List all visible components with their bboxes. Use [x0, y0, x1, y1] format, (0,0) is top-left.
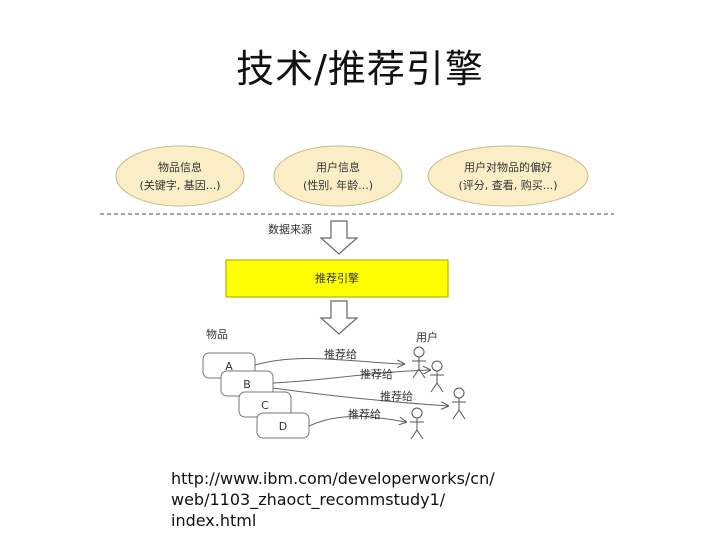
url-line: http://www.ibm.com/developerworks/cn/: [171, 469, 495, 488]
item-label: C: [261, 399, 269, 412]
recommend-label: 推荐给: [348, 407, 381, 421]
item-label: A: [225, 360, 233, 373]
user-icon: [430, 360, 444, 393]
source-ellipse: [115, 145, 245, 207]
down-arrow-icon: [319, 220, 359, 255]
item-label: D: [279, 420, 287, 433]
slide-title: 技术/推荐引擎: [236, 47, 484, 91]
item-card-b: B: [220, 370, 274, 397]
source-title: 物品信息: [158, 160, 202, 174]
user-icon: [410, 407, 424, 440]
source-ellipse: [273, 145, 403, 207]
data-source-label: 数据来源: [268, 222, 312, 236]
item-label: B: [243, 378, 251, 391]
reference-url: http://www.ibm.com/developerworks/cn/ we…: [171, 468, 591, 531]
user-icon: [412, 346, 426, 379]
source-detail: (性别, 年龄...): [303, 178, 373, 192]
source-user-info: 用户信息 (性别, 年龄...): [273, 145, 403, 207]
recommend-label: 推荐给: [324, 347, 357, 361]
recommend-label: 推荐给: [380, 389, 413, 403]
item-card-d: D: [256, 412, 310, 439]
recommend-arrow-b1: [272, 370, 430, 384]
engine-label: 推荐引擎: [315, 271, 359, 285]
source-user-preference: 用户对物品的偏好 (评分, 查看, 购买...): [427, 145, 589, 207]
recommend-arrow-d: [308, 415, 406, 427]
source-title: 用户信息: [316, 160, 360, 174]
items-label: 物品: [206, 327, 228, 341]
down-arrow-icon: [319, 300, 359, 335]
source-ellipse: [427, 145, 589, 207]
users-label: 用户: [416, 330, 438, 344]
source-detail: (关键字, 基因...): [139, 178, 220, 192]
recommend-arrow-b2: [272, 387, 448, 406]
url-line: index.html: [171, 511, 257, 530]
source-title: 用户对物品的偏好: [464, 160, 552, 174]
recommend-arrow-a: [254, 357, 404, 365]
engine-box: [225, 259, 449, 298]
source-items-info: 物品信息 (关键字, 基因...): [115, 145, 245, 207]
recommend-label: 推荐给: [360, 367, 393, 381]
user-icon: [452, 387, 466, 420]
url-line: web/1103_zhaoct_recommstudy1/: [171, 490, 446, 509]
source-detail: (评分, 查看, 购买...): [458, 178, 557, 192]
